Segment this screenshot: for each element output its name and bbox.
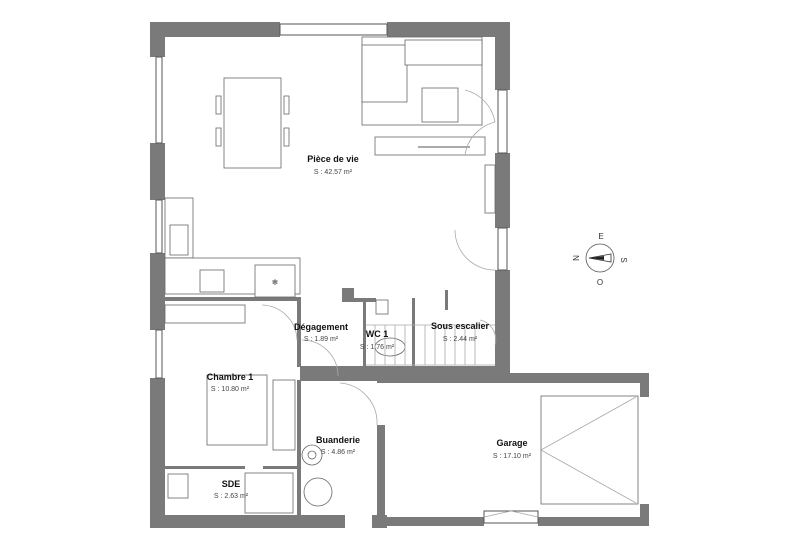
room-name: Buanderie bbox=[316, 435, 360, 445]
compass-north: N bbox=[572, 255, 581, 261]
room-area: S : 17.10 m² bbox=[493, 453, 532, 460]
room-area: S : 4.86 m² bbox=[321, 449, 356, 456]
interior-walls bbox=[165, 288, 448, 515]
room-area: S : 2.63 m² bbox=[214, 493, 249, 500]
room-area: S : 1.89 m² bbox=[304, 336, 339, 343]
compass-icon: E S N O bbox=[572, 232, 628, 287]
room-name: SDE bbox=[222, 479, 241, 489]
windows bbox=[155, 23, 539, 524]
room-pièce-de-vie: Pièce de vie S : 42.57 m² bbox=[307, 154, 359, 176]
room-area: S : 10.80 m² bbox=[211, 386, 250, 393]
compass-south: S bbox=[619, 257, 628, 262]
room-sde: SDE S : 2.63 m² bbox=[214, 479, 249, 500]
room-sous-escalier: Sous escalier S : 2.44 m² bbox=[431, 321, 490, 343]
room-name: Pièce de vie bbox=[307, 154, 359, 164]
room-name: Garage bbox=[496, 438, 527, 448]
furniture: ❄ bbox=[164, 36, 639, 514]
room-chambre-1: Chambre 1 S : 10.80 m² bbox=[207, 372, 254, 393]
room-buanderie: Buanderie S : 4.86 m² bbox=[316, 435, 360, 456]
room-area: S : 2.44 m² bbox=[443, 336, 478, 343]
room-wc-1: WC 1 S : 1.76 m² bbox=[360, 329, 395, 351]
snowflake-icon: ❄ bbox=[272, 278, 279, 287]
room-name: Chambre 1 bbox=[207, 372, 254, 382]
staircase bbox=[366, 319, 497, 366]
room-degagement: Dégagement S : 1.89 m² bbox=[294, 322, 348, 343]
room-area: S : 1.76 m² bbox=[360, 344, 395, 351]
room-name: Dégagement bbox=[294, 322, 348, 332]
room-name: Sous escalier bbox=[431, 321, 490, 331]
garage-walls bbox=[377, 373, 649, 526]
room-garage: Garage S : 17.10 m² bbox=[493, 438, 532, 460]
room-name: WC 1 bbox=[366, 329, 389, 339]
compass-west: O bbox=[597, 278, 603, 287]
room-area: S : 42.57 m² bbox=[314, 169, 353, 176]
compass-east: E bbox=[598, 232, 603, 241]
